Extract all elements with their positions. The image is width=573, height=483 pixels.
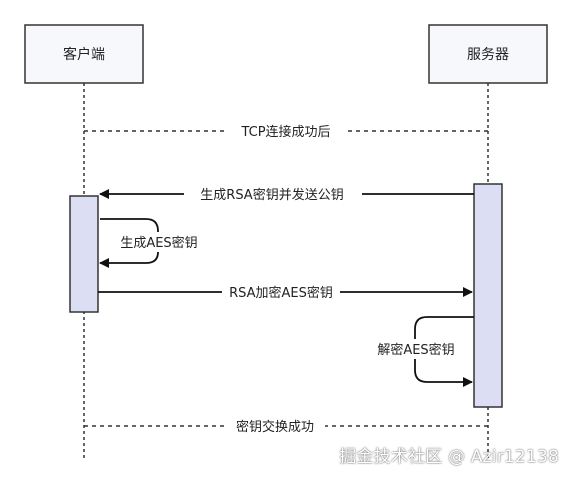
send-pubkey-label: 生成RSA密钥并发送公钥 bbox=[200, 187, 343, 203]
key-exchange-label: 密钥交换成功 bbox=[236, 419, 314, 435]
generate-aes-label-bg bbox=[116, 232, 220, 252]
server-actor: 服务器 bbox=[428, 24, 548, 84]
server-activation bbox=[473, 183, 503, 408]
generate-aes-label: 生成AES密钥 bbox=[120, 235, 197, 251]
send-pubkey-label-bg bbox=[184, 184, 362, 204]
tcp-connected-label: TCP连接成功后 bbox=[240, 124, 330, 140]
rsa-encrypt-label-bg bbox=[222, 282, 340, 302]
tcp-connected-label-bg bbox=[228, 121, 344, 141]
server-actor-label: 服务器 bbox=[467, 47, 509, 63]
decrypt-aes-label: 解密AES密钥 bbox=[377, 342, 454, 358]
client-activation bbox=[69, 195, 99, 313]
client-actor: 客户端 bbox=[24, 24, 144, 84]
watermark: 掘金技术社区 @ Azir12138 bbox=[339, 447, 559, 467]
rsa-encrypt-label: RSA加密AES密钥 bbox=[229, 285, 333, 301]
key-exchange-label-bg bbox=[225, 416, 325, 436]
client-actor-label: 客户端 bbox=[63, 46, 105, 63]
client-actor-box bbox=[24, 24, 144, 84]
server-actor-box bbox=[428, 24, 548, 84]
decrypt-aes-label-bg bbox=[366, 339, 466, 359]
